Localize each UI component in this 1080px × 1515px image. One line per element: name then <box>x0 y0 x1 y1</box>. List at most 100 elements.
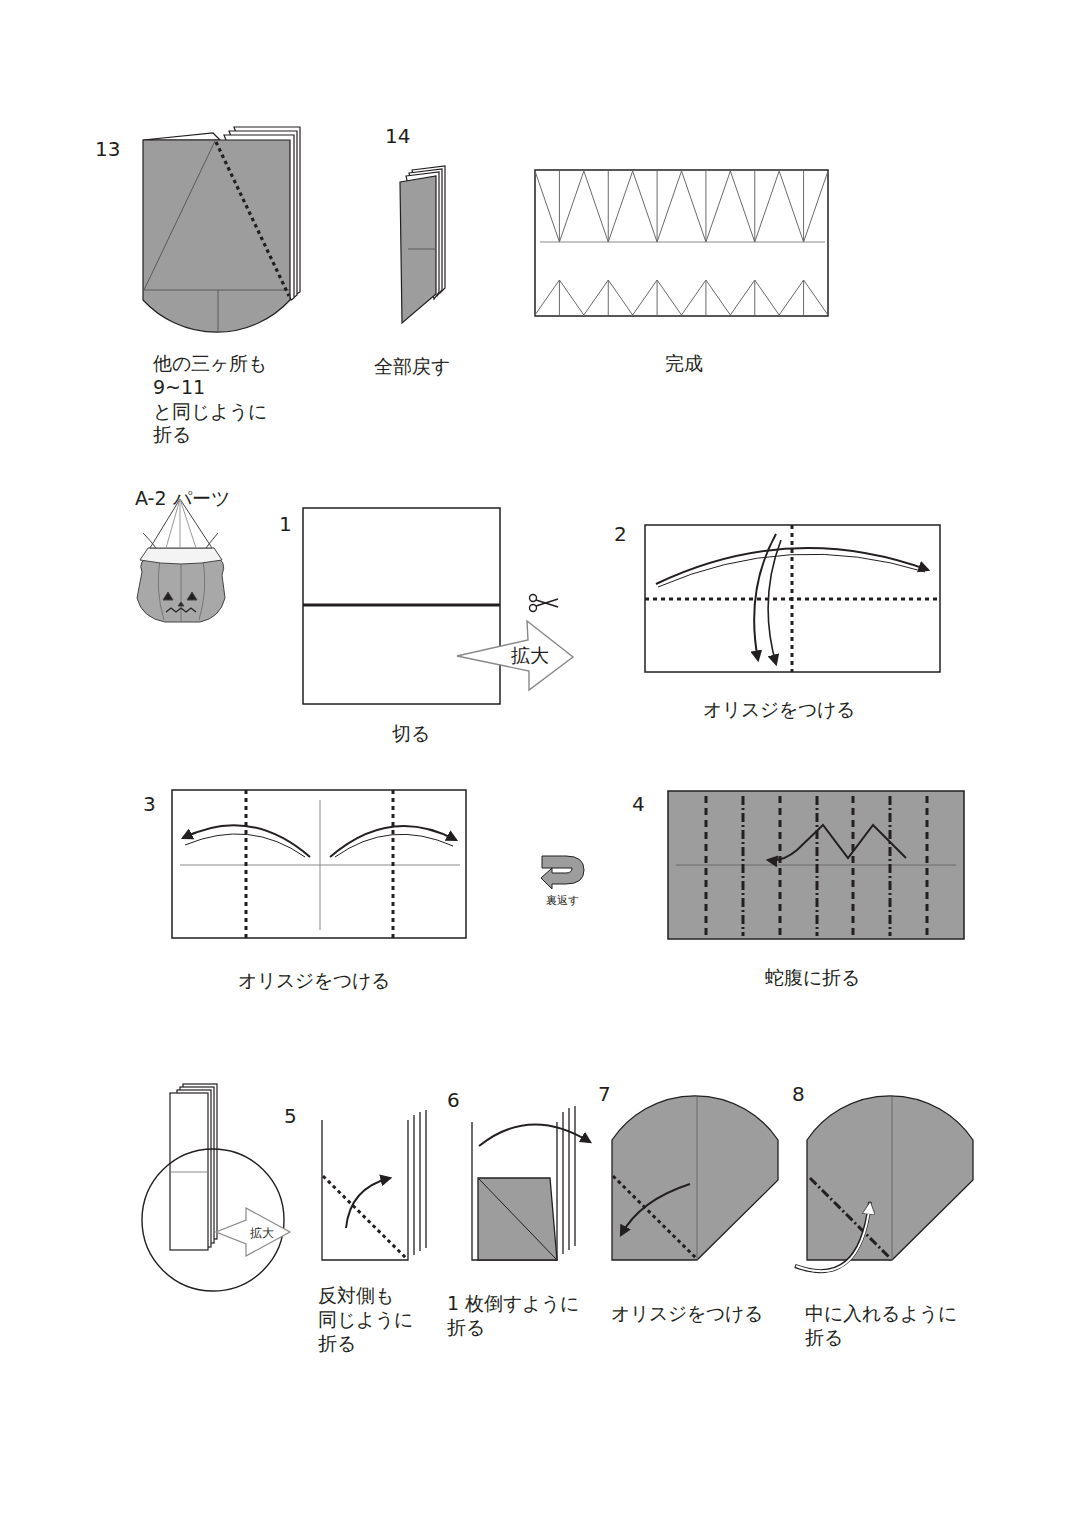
finished-crease-pattern-part-part <box>803 171 804 242</box>
finished-crease-pattern-part-part <box>608 280 609 315</box>
step4-figure-part <box>668 791 964 939</box>
step2-figure-part <box>656 548 928 584</box>
instruction-text: 蛇腹に折る <box>765 966 860 990</box>
enlarge-arrow <box>216 1208 290 1256</box>
folded-strip-figure-part <box>171 1172 207 1173</box>
step5-figure-part <box>413 1115 414 1255</box>
finished-crease-pattern-part-part <box>584 171 608 242</box>
finished-crease-pattern-part-part <box>608 171 609 242</box>
caption-text: 完成 <box>665 352 703 376</box>
scissors-symbol-part <box>530 595 537 602</box>
step-number: 6 <box>447 1088 460 1113</box>
step2-figure-part <box>658 554 925 587</box>
step7-figure-part <box>697 1097 698 1260</box>
finished-crease-pattern-part-part <box>705 171 706 242</box>
finished-crease-pattern-part-part <box>682 280 706 315</box>
step1-figure-part <box>303 508 500 704</box>
folded-strip-figure-part <box>170 1093 208 1250</box>
step13-figure-part-part <box>144 141 215 290</box>
finished-crease-pattern-part <box>540 242 825 243</box>
step13-figure-part <box>143 140 290 332</box>
step8-figure-part <box>796 1204 870 1271</box>
step5-figure <box>322 1110 426 1260</box>
step4-figure-part-part <box>889 796 892 936</box>
step6-figure-part <box>479 1179 556 1259</box>
step7-figure-part <box>612 1096 778 1260</box>
step4-figure-part-part <box>852 796 855 936</box>
step13-figure-part-part <box>218 290 219 331</box>
finished-crease-pattern-part <box>535 171 828 315</box>
pumpkin-icon-part-part <box>181 558 182 622</box>
step13-figure-part <box>144 141 289 331</box>
finished-crease-pattern-part-part <box>682 171 706 242</box>
pumpkin-icon-part <box>163 592 173 600</box>
step4-figure-part-part <box>779 796 782 936</box>
finished-crease-pattern-part-part <box>779 280 803 315</box>
finished-crease-pattern-part-part <box>559 171 583 242</box>
finished-crease-pattern-part-part <box>535 280 559 315</box>
step-number: 14 <box>385 124 410 149</box>
step13-figure <box>143 127 300 332</box>
step3-figure-part <box>320 800 321 930</box>
step3-figure-part <box>172 790 466 938</box>
finished-crease-pattern-part-part <box>657 171 681 242</box>
scissors-symbol-part <box>530 605 537 612</box>
scissors-symbol-part <box>536 599 558 606</box>
step7-figure <box>612 1096 778 1260</box>
enlarge-arrow <box>457 621 573 690</box>
step4-figure <box>668 791 964 939</box>
step14-figure <box>400 166 445 323</box>
step5-figure-part <box>419 1112 420 1251</box>
turn-over-symbol-part <box>541 856 584 889</box>
finished-crease-pattern-part-part <box>804 280 828 315</box>
step4-figure-part <box>768 825 906 860</box>
step-number: 4 <box>632 792 645 817</box>
step8-figure-part <box>892 1097 893 1260</box>
finished-crease-pattern-part-part <box>584 280 608 315</box>
step7-figure-part <box>613 1176 696 1258</box>
finished-crease-pattern-part-part <box>755 171 779 242</box>
step6-figure-part <box>568 1108 569 1250</box>
turn-over-symbol <box>541 856 584 889</box>
step6-figure-part <box>574 1106 575 1246</box>
finished-crease-pattern-part-part <box>608 171 632 242</box>
step14-figure-part <box>408 249 435 250</box>
step3-figure <box>172 790 466 938</box>
finished-crease-pattern-part-part <box>730 171 754 242</box>
step4-figure-part-part <box>705 796 708 936</box>
pumpkin-icon-part <box>143 533 156 548</box>
step3-figure-part <box>335 834 453 857</box>
finished-crease-pattern-part-part <box>633 171 657 242</box>
enlarge-label: 拡大 <box>250 1226 274 1241</box>
step8-figure-part <box>807 1096 973 1260</box>
finished-crease-pattern-part-part <box>779 171 803 242</box>
pumpkin-icon-part-part <box>199 560 205 620</box>
finished-crease-pattern-part-part <box>535 171 559 242</box>
step1-figure <box>303 508 573 704</box>
finished-crease-pattern-part <box>535 170 828 316</box>
finished-crease-pattern-part-part <box>657 280 658 315</box>
step2-figure <box>645 525 940 672</box>
step8-figure <box>795 1096 973 1271</box>
step2-figure-part <box>791 525 794 672</box>
step3-figure-part <box>245 790 248 938</box>
step13-figure-part <box>216 142 289 296</box>
step2-figure-part <box>645 525 940 672</box>
step-number: 8 <box>792 1082 805 1107</box>
finished-crease-pattern <box>535 170 828 316</box>
step5-figure-part <box>322 1120 408 1260</box>
step5-figure-part <box>425 1110 426 1248</box>
step2-figure-part <box>754 534 776 660</box>
turn-over-label: 裏返す <box>546 894 579 908</box>
instruction-text: オリスジをつける <box>611 1302 763 1326</box>
finished-crease-pattern-part-part <box>559 171 560 242</box>
finished-crease-pattern-part-part <box>559 280 560 315</box>
instruction-text: 1 枚倒すように 折る <box>447 1292 607 1340</box>
step8-figure-part <box>810 1178 890 1258</box>
step3-figure-part <box>392 790 395 938</box>
pumpkin-icon-part <box>158 558 205 622</box>
instruction-text: オリスジをつける <box>703 698 855 722</box>
finished-crease-pattern-part-part <box>754 171 755 242</box>
